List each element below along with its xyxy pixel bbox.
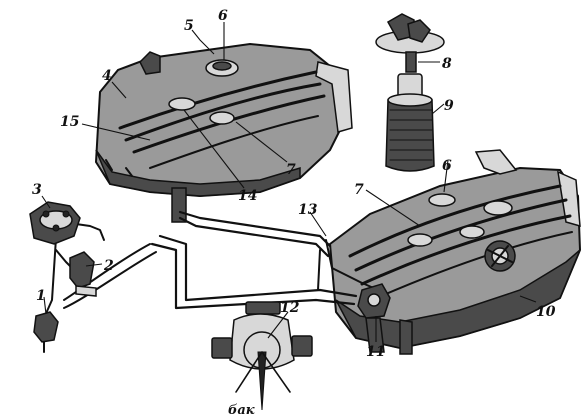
- fuel-pump-3: [29, 201, 81, 245]
- callout-7-lower: 7: [354, 182, 364, 198]
- valve-11: [357, 283, 391, 319]
- callout-6-lower: 6: [442, 158, 452, 174]
- callout-4: 4: [102, 68, 112, 84]
- callout-9: 9: [444, 98, 454, 114]
- callout-2: 2: [103, 258, 114, 274]
- callout-10: 10: [536, 304, 556, 320]
- callout-3: 3: [32, 182, 42, 198]
- fuel-lines: [43, 210, 379, 319]
- callout-7-upper: 7: [286, 162, 296, 178]
- valve-detail-12: [211, 301, 313, 411]
- callout-12: 12: [280, 300, 300, 316]
- callout-15: 15: [60, 114, 79, 130]
- callout-labels: 1 2 3 4 5 6 6 7 7 8 9 10 11 12 13 14 15 …: [32, 8, 556, 418]
- callout-8: 8: [442, 56, 452, 72]
- callout-13: 13: [298, 202, 318, 218]
- callout-1: 1: [36, 288, 46, 304]
- callout-6-upper: 6: [218, 8, 228, 24]
- leader-lines: [41, 22, 537, 342]
- fuel-filter: [375, 13, 445, 172]
- callout-11: 11: [366, 344, 385, 360]
- upper-tank: [94, 42, 353, 223]
- valve-label: бак: [228, 403, 255, 418]
- callout-14: 14: [238, 188, 257, 204]
- component-2: [69, 251, 97, 297]
- component-1: [33, 311, 59, 353]
- lower-tank: [328, 149, 582, 355]
- callout-5: 5: [184, 18, 194, 34]
